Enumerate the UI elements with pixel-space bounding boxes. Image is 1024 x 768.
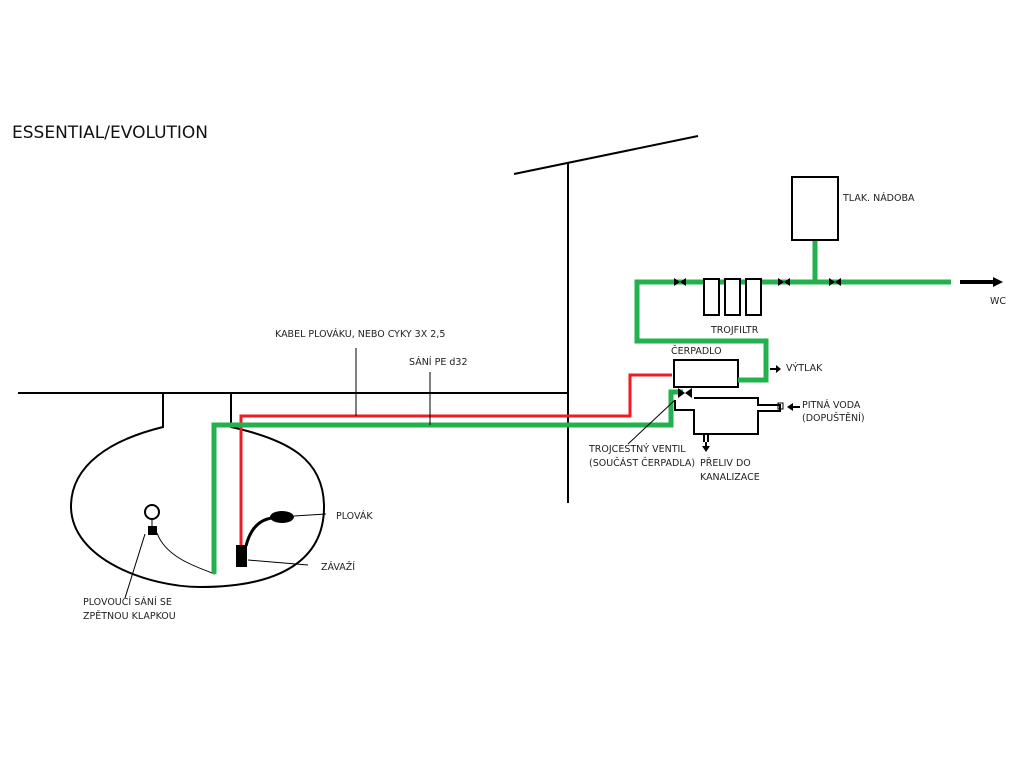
float-cable [244,516,273,547]
fill-inlet [777,402,784,410]
floating-suction-ball [144,504,160,520]
floating-suction-leader [124,533,146,599]
suction-pipe [211,389,683,574]
suction-hose [156,532,216,575]
filter-2 [724,278,741,316]
arrow-down-icon [702,442,710,452]
wc-label: WC [990,296,1006,307]
floating-suction-label-2: ZPĚTNOU KLAPKOU [83,610,176,622]
drinking-water-label: PITNÁ VODA [802,399,861,411]
break-tank [674,397,781,435]
weight-leader [247,559,309,566]
valve-icon [829,278,841,286]
roof-line [513,135,699,175]
pump [673,359,739,388]
valve-icon [778,278,790,286]
float-leader [293,513,327,517]
floating-suction-label: PLOVOUCÍ SÁNÍ SE [83,596,172,608]
three-way-valve-icon [678,388,692,398]
suction-label: SÁNÍ PE d32 [409,356,468,368]
diagram-title: ESSENTIAL/EVOLUTION [12,123,208,143]
rainwater-tank [69,393,326,589]
float-label: PLOVÁK [336,510,373,522]
three-way-valve-label: TROJCESTNÝ VENTIL [588,443,686,455]
pump-label: ČERPADLO [671,345,722,357]
arrow-right-icon [960,277,1003,287]
cable-label: KABEL PLOVÁKU, NEBO CYKY 3X 2,5 [275,328,445,340]
arrow-right-icon [770,365,781,373]
check-valve-icon [148,526,157,535]
pressure-vessel [791,176,839,241]
overflow-label: PŘELIV DO [700,458,751,469]
float-switch-icon [270,511,294,523]
three-way-valve-leader [627,399,676,445]
filter-3 [745,278,762,316]
float-cable-line [239,373,672,545]
overflow-label-2: KANALIZACE [700,472,760,483]
filter-1 [703,278,720,316]
weight-label: ZÁVAŽÍ [321,561,355,573]
valve-icon [674,278,686,286]
three-way-valve-label-2: (SOUČÁST ČERPADLA) [589,457,695,469]
pressure-vessel-label: TLAK. NÁDOBA [842,192,915,204]
weight-icon [236,545,247,567]
arrow-left-icon [787,403,800,411]
discharge-label: VÝTLAK [786,362,823,374]
triple-filter-label: TROJFILTR [710,325,759,336]
drinking-water-label-2: (DOPUŠTĚNÍ) [802,412,865,424]
pressure-pipe [634,279,951,383]
